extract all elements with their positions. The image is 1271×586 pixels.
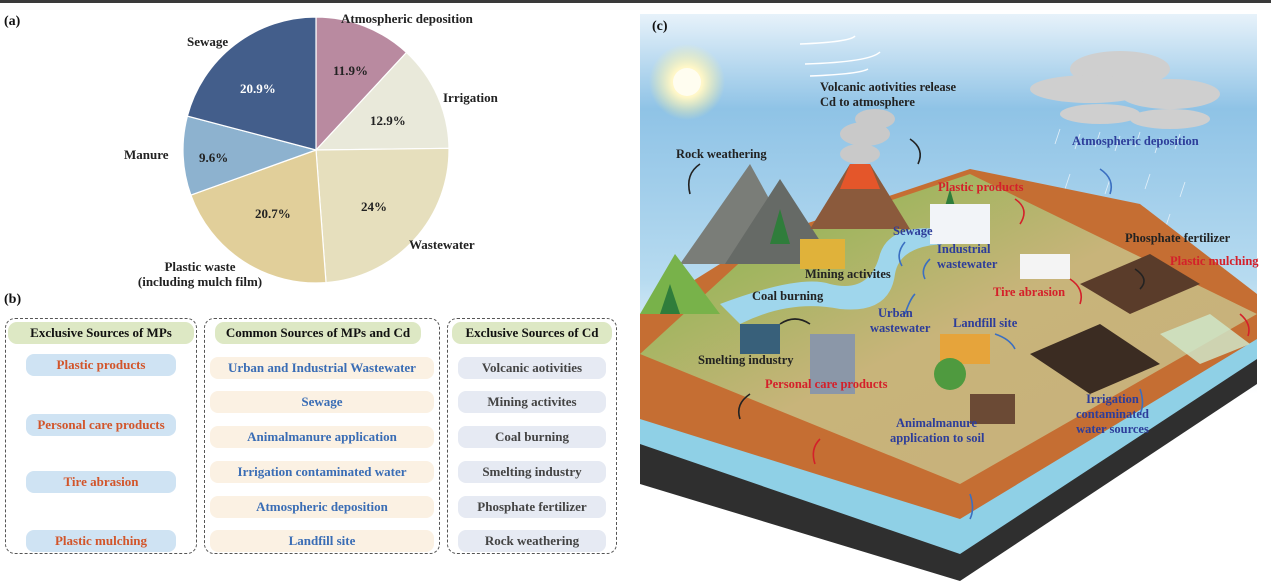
label-animal-line1: Animalmanure [896, 416, 978, 430]
excavator [800, 239, 845, 269]
arrows-blue [898, 168, 1144, 520]
label-animal-line2: application to soil [890, 431, 985, 445]
office-building [810, 334, 855, 394]
pie-value-sewage: 20.9% [240, 81, 276, 96]
source-item-common: Animalmanure application [210, 426, 434, 448]
label-sewage: Sewage [893, 224, 933, 238]
label-coal-burning: Coal burning [752, 289, 824, 303]
label-volcanic-line1: Volcanic aotivities release [820, 80, 957, 94]
sun-core [673, 68, 701, 96]
group-common-sources: Common Sources of MPs and Cd Urban and I… [204, 318, 440, 554]
wind-icon [799, 35, 881, 77]
label-mining: Mining activites [805, 267, 891, 281]
pie-chart [182, 16, 450, 284]
volcano-smoke [840, 109, 895, 164]
rain-cloud-icon [1030, 51, 1220, 129]
source-item-common: Urban and Industrial Wastewater [210, 357, 434, 379]
scene-illustration [640, 14, 1257, 581]
label-volcanic-line2: Cd to atmosphere [820, 95, 915, 109]
source-item-common: Atmospheric deposition [210, 496, 434, 518]
source-item-common: Irrigation contaminated water [210, 461, 434, 483]
pie-label-manure: Manure [124, 147, 169, 162]
smelting-plant [740, 324, 780, 354]
volcano [810, 164, 910, 229]
group-title-mps: Exclusive Sources of MPs [8, 322, 194, 344]
label-industrial-line1: Industrial [937, 242, 991, 256]
label-irrigation: Irrigation contaminated water sources [1076, 392, 1149, 437]
label-rock-weathering: Rock weathering [676, 147, 767, 161]
label-plastic-mulching: Plastic mulching [1170, 254, 1259, 268]
label-irrigation-line3: water sources [1076, 422, 1149, 436]
source-item-mps: Plastic products [26, 354, 176, 376]
greenhouse [1160, 314, 1250, 364]
source-item-cd: Rock weathering [458, 530, 606, 552]
pie-slice-wastewater [315, 147, 450, 284]
pie-slice-irrigation [314, 51, 450, 151]
pie-label-atmospheric: Atmospheric deposition [341, 11, 473, 26]
label-atmospheric-deposition: Atmospheric deposition [1072, 134, 1199, 148]
pie-label-irrigation: Irrigation [443, 90, 498, 105]
label-phosphate: Phosphate fertilizer [1125, 231, 1231, 245]
environment-scene: (c) Volcanic aotivities release Cd to at… [640, 14, 1259, 581]
label-irrigation-line1: Irrigation [1086, 392, 1139, 406]
green-hill [640, 254, 720, 314]
label-landfill: Landfill site [953, 316, 1018, 330]
label-personal-care: Personal care products [765, 377, 888, 391]
source-item-mps: Personal care products [26, 414, 176, 436]
pie-slice-sewage [186, 16, 317, 151]
source-item-cd: Phosphate fertilizer [458, 496, 606, 518]
crop-field [1080, 254, 1200, 314]
panel-label-a: (a) [4, 14, 21, 29]
irrigated-field [1030, 324, 1160, 394]
pie-label-plastic: Plastic waste (including mulch film) [130, 259, 270, 289]
label-animal-manure: Animalmanure application to soil [890, 416, 984, 446]
river [720, 228, 950, 324]
source-item-common: Sewage [210, 391, 434, 413]
lava [840, 164, 880, 189]
pie-value-plastic: 20.7% [255, 206, 291, 221]
fruit-tree [934, 358, 966, 390]
factory [930, 204, 990, 244]
label-urban-wastewater: Urban wastewater [870, 306, 930, 336]
top-border [0, 0, 1271, 3]
panel-label-c: (c) [652, 19, 668, 34]
pie-slice-atmospheric-deposition [315, 16, 408, 152]
label-urban-line2: wastewater [870, 321, 931, 335]
source-item-cd: Mining activites [458, 391, 606, 413]
source-item-mps: Plastic mulching [26, 530, 176, 552]
source-item-common: Landfill site [210, 530, 434, 552]
label-irrigation-line2: contaminated [1076, 407, 1149, 421]
pie-label-plastic-line2: (including mulch film) [137, 274, 263, 289]
arrows-red [812, 198, 1250, 465]
source-item-cd: Coal burning [458, 426, 606, 448]
livestock-barn [970, 394, 1015, 424]
label-tire-abrasion: Tire abrasion [993, 285, 1066, 299]
group-exclusive-mps: Exclusive Sources of MPs Plastic product… [5, 318, 197, 554]
pie-value-wastewater: 24% [361, 199, 387, 214]
pie-value-manure: 9.6% [199, 150, 229, 165]
truck [1020, 254, 1070, 279]
label-smelting: Smelting industry [698, 353, 794, 367]
arrows-black [687, 138, 1145, 420]
pie-label-wastewater: Wastewater [409, 237, 475, 252]
panel-label-b: (b) [4, 292, 22, 307]
pie-value-irrigation: 12.9% [370, 113, 406, 128]
group-title-common: Common Sources of MPs and Cd [215, 322, 421, 344]
label-industrial-wastewater: Industrial wastewater [937, 242, 997, 272]
source-item-cd: Smelting industry [458, 461, 606, 483]
source-item-cd: Volcanic aotivities [458, 357, 606, 379]
source-item-mps: Tire abrasion [26, 471, 176, 493]
pie-label-plastic-line1: Plastic waste [164, 259, 236, 274]
label-volcanic: Volcanic aotivities release Cd to atmosp… [820, 80, 956, 110]
group-exclusive-cd: Exclusive Sources of Cd Volcanic aotivit… [447, 318, 617, 554]
label-plastic-products: Plastic products [938, 180, 1024, 194]
group-title-cd: Exclusive Sources of Cd [452, 322, 612, 344]
label-urban-line1: Urban [878, 306, 913, 320]
pie-value-atmospheric: 11.9% [333, 63, 369, 78]
pie-slice-manure [182, 115, 319, 196]
label-industrial-line2: wastewater [937, 257, 998, 271]
pie-label-sewage: Sewage [187, 34, 229, 49]
